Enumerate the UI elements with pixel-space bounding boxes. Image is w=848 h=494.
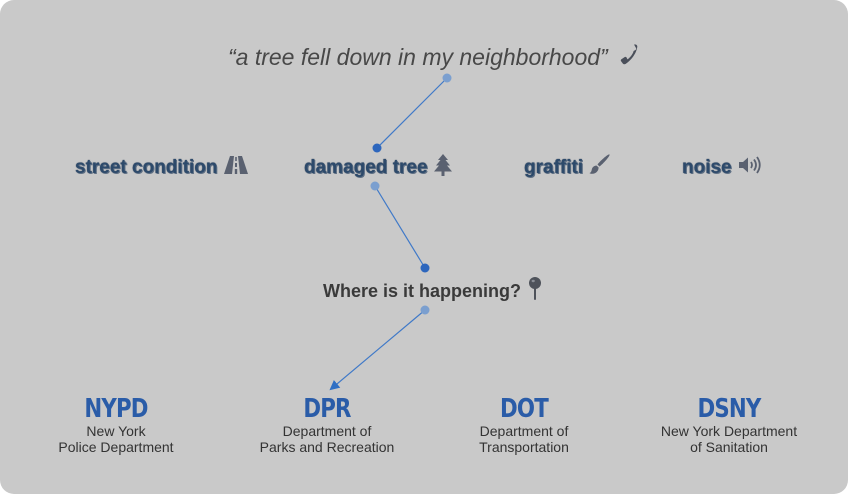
agency-nypd[interactable]: NYPD New York Police Department [36,395,196,455]
question-text: Where is it happening? [323,280,522,301]
connector-dot [420,263,430,273]
agency-name-line: New York [86,423,146,439]
road-icon [223,154,249,182]
agency-abbreviation: DOT [500,394,549,424]
agency-abbreviation: DPR [303,394,351,424]
connector-dot [372,143,382,153]
map-pin-icon [527,276,543,307]
category-label: damaged tree [304,157,428,178]
agency-full-name: New York Police Department [36,423,196,455]
paintbrush-icon [588,153,612,183]
agency-name-line: Department of [479,423,569,439]
agency-name-line: of Sanitation [690,439,768,455]
connector-dot [420,305,430,315]
connector-dot [370,181,380,191]
connector-quote-to-category [376,77,448,149]
category-label: street condition [75,157,218,178]
speaker-icon [737,154,763,182]
agency-name-line: New York Department [660,423,798,439]
agency-abbreviation: NYPD [84,394,148,424]
category-label: graffiti [524,157,584,178]
phone-icon [614,42,638,72]
connector-category-to-question [374,185,426,269]
location-question: Where is it happening? [323,276,543,307]
agency-name-line: Parks and Recreation [259,439,395,455]
agency-name-line: Transportation [479,439,569,455]
agency-name-line: Police Department [58,439,174,455]
citizen-quote: “a tree fell down in my neighborhood” [228,40,638,74]
connector-dot [442,73,452,83]
agency-abbreviation: DSNY [697,394,761,424]
quote-text: “a tree fell down in my neighborhood” [228,43,608,70]
agency-dot[interactable]: DOT Department of Transportation [459,395,589,455]
agency-full-name: Department of Parks and Recreation [242,423,412,455]
agency-full-name: Department of Transportation [459,423,589,455]
pine-tree-icon [433,153,453,183]
category-street-condition[interactable]: street condition [75,154,249,182]
category-graffiti[interactable]: graffiti [524,154,612,182]
agency-dpr[interactable]: DPR Department of Parks and Recreation [242,395,412,455]
category-label: noise [682,157,732,178]
agency-full-name: New York Department of Sanitation [648,423,810,455]
agency-name-line: Department of [282,423,372,439]
category-noise[interactable]: noise [682,154,763,182]
category-damaged-tree[interactable]: damaged tree [304,154,453,182]
connector-question-to-agency [329,309,426,391]
agency-dsny[interactable]: DSNY New York Department of Sanitation [648,395,810,455]
